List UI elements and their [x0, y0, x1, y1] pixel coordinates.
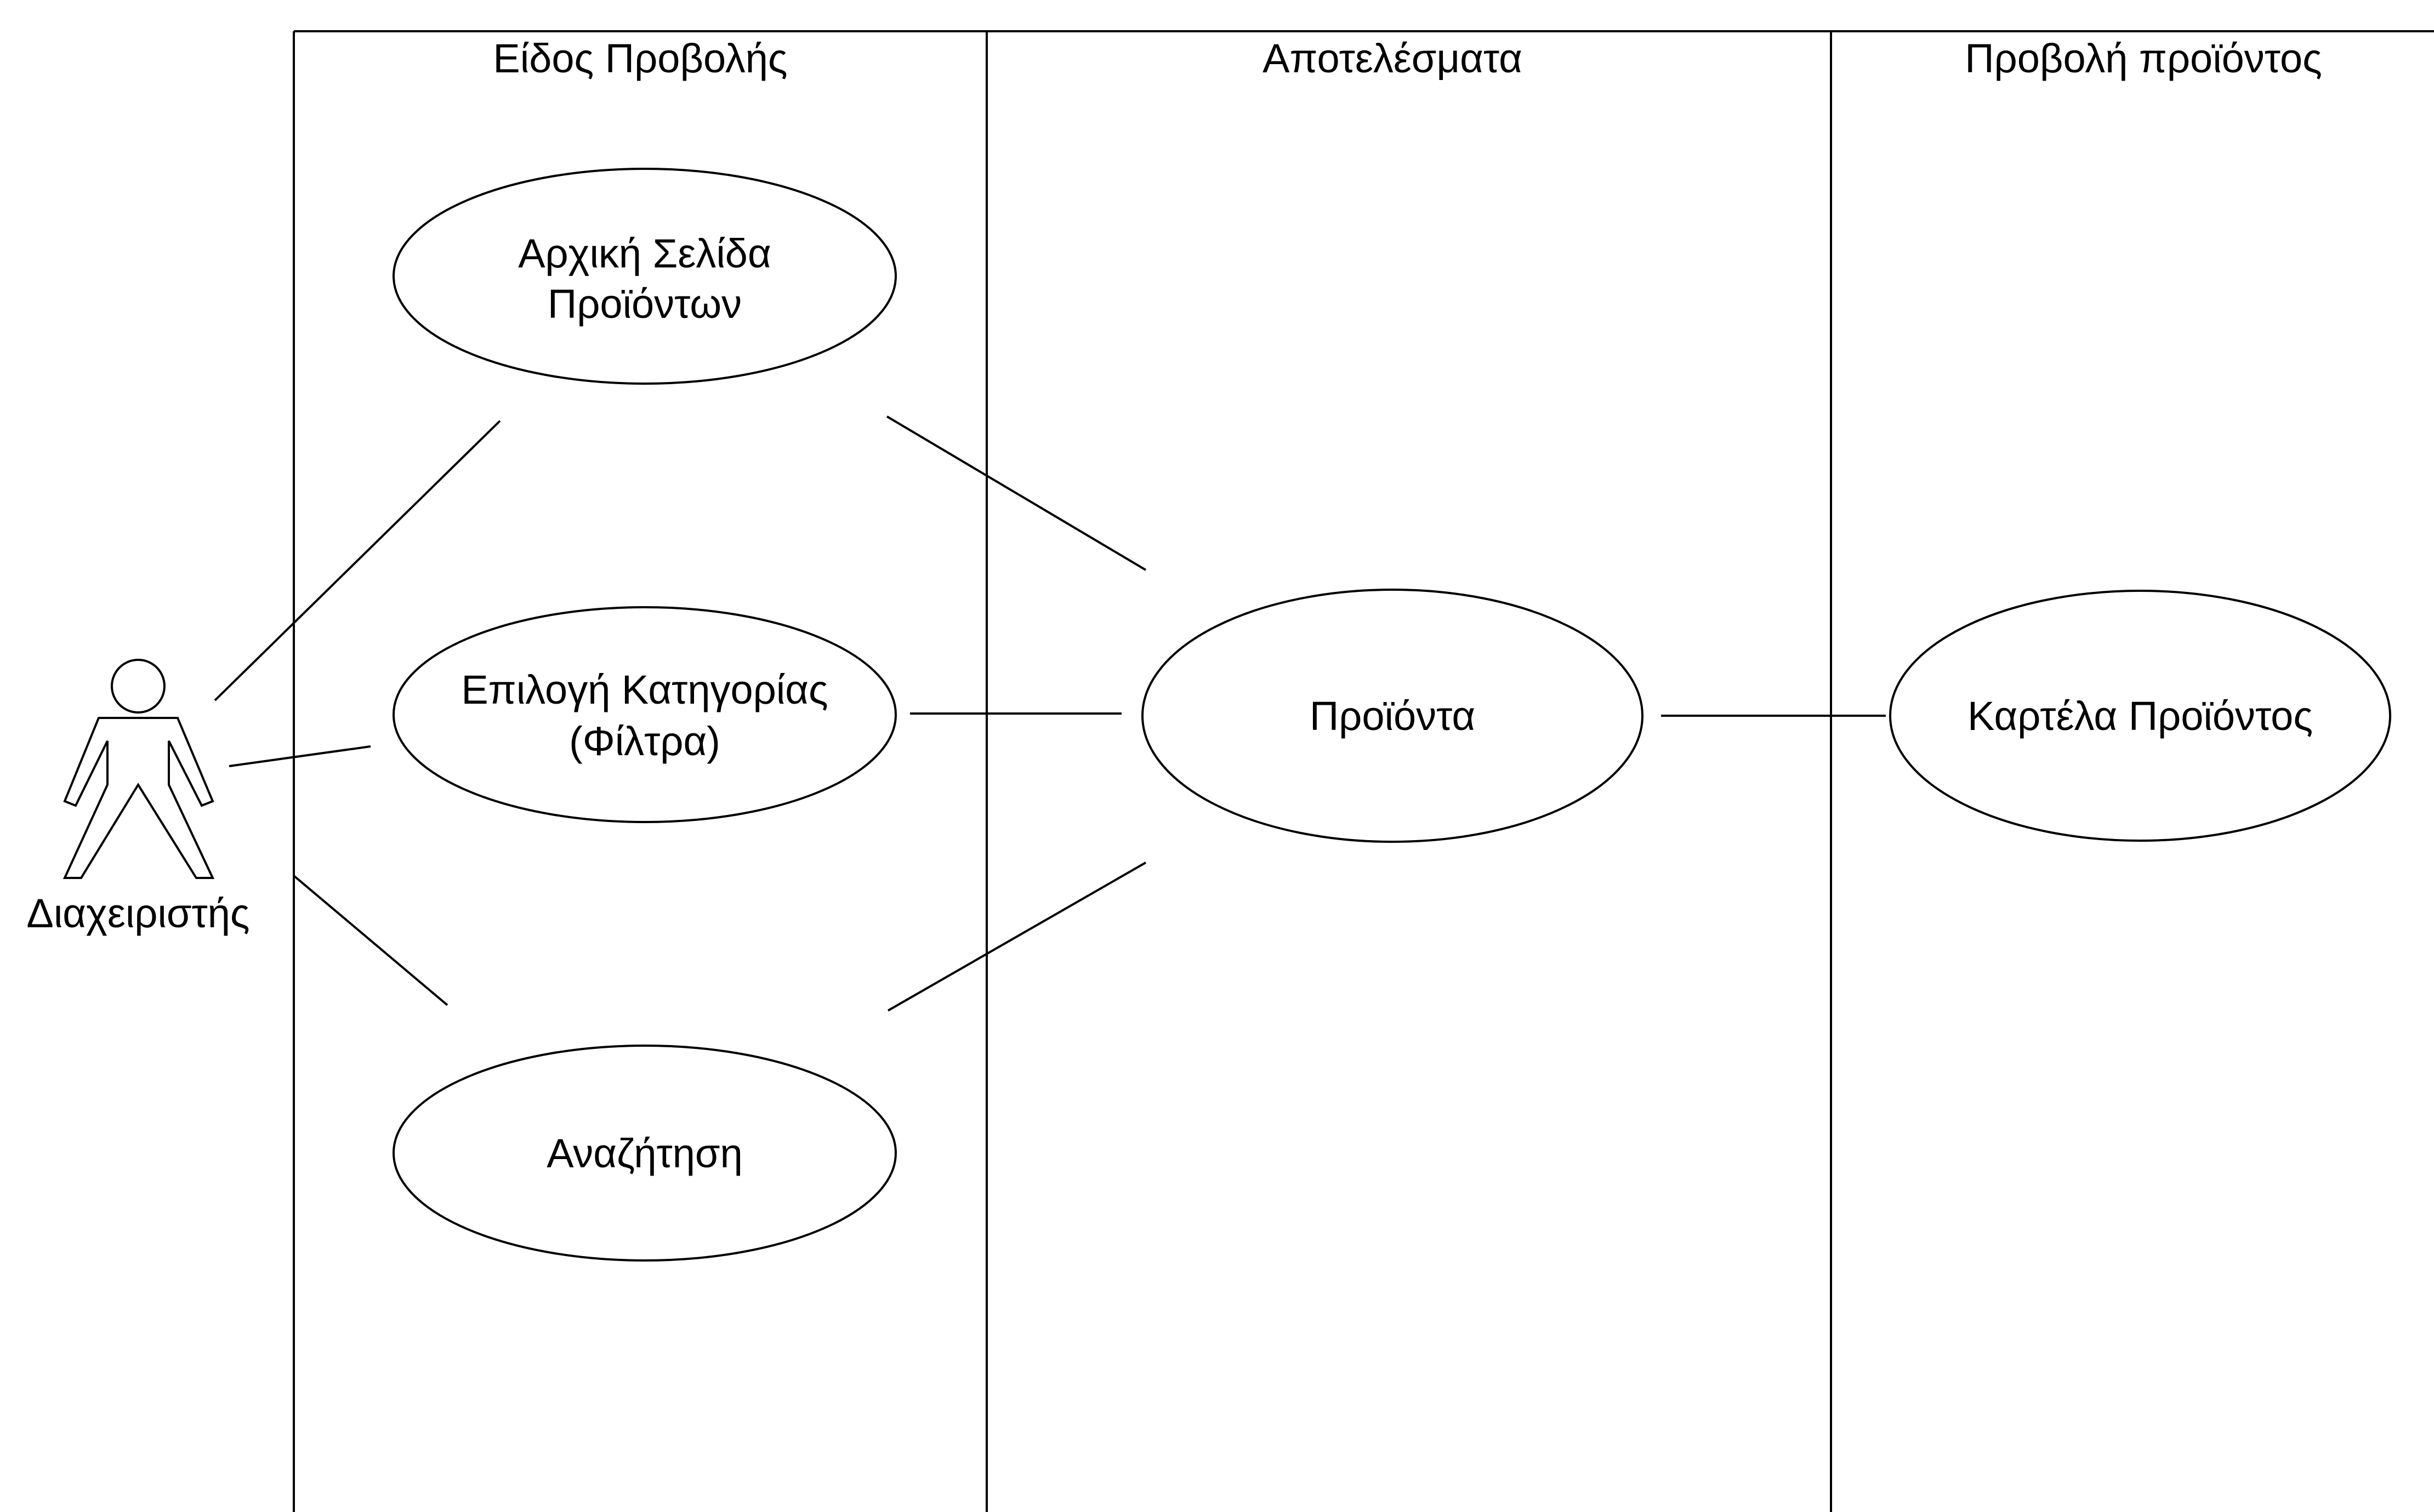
- use-case-category-line2: (Φίλτρα): [569, 718, 720, 764]
- assoc-actor-search: [293, 875, 448, 1006]
- lane-title-product-view: Προβολή προϊόντος: [1965, 36, 2322, 81]
- actor-label: Διαχειριστής: [26, 891, 249, 936]
- assoc-home-products: [886, 415, 1147, 571]
- use-case-home-line1: Αρχική Σελίδα: [518, 231, 771, 276]
- associations: [214, 415, 1886, 1012]
- use-case-product-card[interactable]: Καρτέλα Προϊόντος: [1889, 590, 2391, 842]
- assoc-actor-category: [229, 745, 371, 767]
- use-case-products[interactable]: Προϊόντα: [1141, 589, 1643, 843]
- swimlanes: [293, 30, 2434, 1512]
- stick-figure-actor-icon: [62, 659, 215, 879]
- use-case-home[interactable]: Αρχική Σελίδα Προϊόντων: [393, 168, 897, 385]
- lane-title-results: Αποτελέσματα: [1263, 36, 1522, 81]
- assoc-actor-home: [214, 420, 501, 701]
- use-case-search[interactable]: Αναζήτηση: [393, 1045, 897, 1262]
- lane-title-view-type: Είδος Προβολής: [493, 36, 787, 81]
- use-case-search-label: Αναζήτηση: [547, 1131, 742, 1176]
- use-case-category-line1: Επιλογή Κατηγορίας: [461, 667, 828, 712]
- use-case-products-label: Προϊόντα: [1310, 693, 1475, 739]
- use-case-category[interactable]: Επιλογή Κατηγορίας (Φίλτρα): [393, 606, 897, 823]
- use-case-product-card-label: Καρτέλα Προϊόντος: [1967, 693, 2313, 739]
- actor: Διαχειριστής: [26, 659, 250, 936]
- assoc-search-products: [888, 861, 1146, 1012]
- use-case-home-line2: Προϊόντων: [548, 281, 742, 327]
